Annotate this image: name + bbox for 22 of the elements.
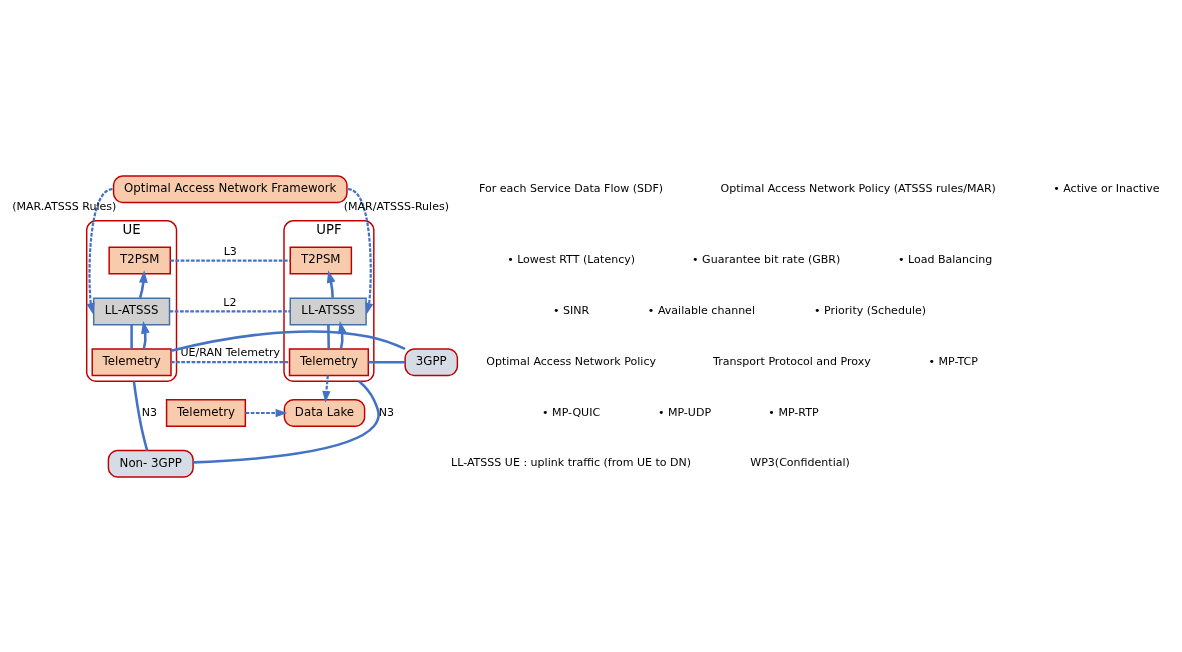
edge-label: L2 — [223, 295, 237, 309]
label: LL-ATSSS UE : uplink traffic (from UE to DN) — [451, 455, 692, 469]
edge-label: L3 — [223, 244, 237, 258]
label: • Priority (Schedule) — [813, 303, 927, 317]
label: • Guarantee bit rate (GBR) — [692, 252, 841, 266]
label: • SINR — [553, 303, 590, 317]
label: • Load Balancing — [897, 252, 993, 266]
edge-label: N3 — [141, 405, 157, 419]
label: Optimal Access Network Policy — [486, 354, 656, 368]
label: • MP-QUIC — [542, 405, 601, 419]
label: For each Service Data Flow (SDF) — [479, 181, 664, 195]
label: • MP-RTP — [768, 405, 819, 419]
label: Transport Protocol and Proxy — [713, 354, 871, 368]
edge-label: UE/RAN Telemetry — [180, 345, 281, 359]
label: • MP-UDP — [657, 405, 712, 419]
label: WP3(Confidential) — [750, 455, 850, 469]
label: • Available channel — [647, 303, 755, 317]
edge-label: N3 — [378, 405, 394, 419]
label: Optimal Access Network Policy (ATSSS rules/MAR) — [720, 181, 996, 195]
label: • Active or Inactive — [1053, 181, 1160, 195]
label: • MP-TCP — [928, 354, 978, 368]
label: • Lowest RTT (Latency) — [507, 252, 636, 266]
